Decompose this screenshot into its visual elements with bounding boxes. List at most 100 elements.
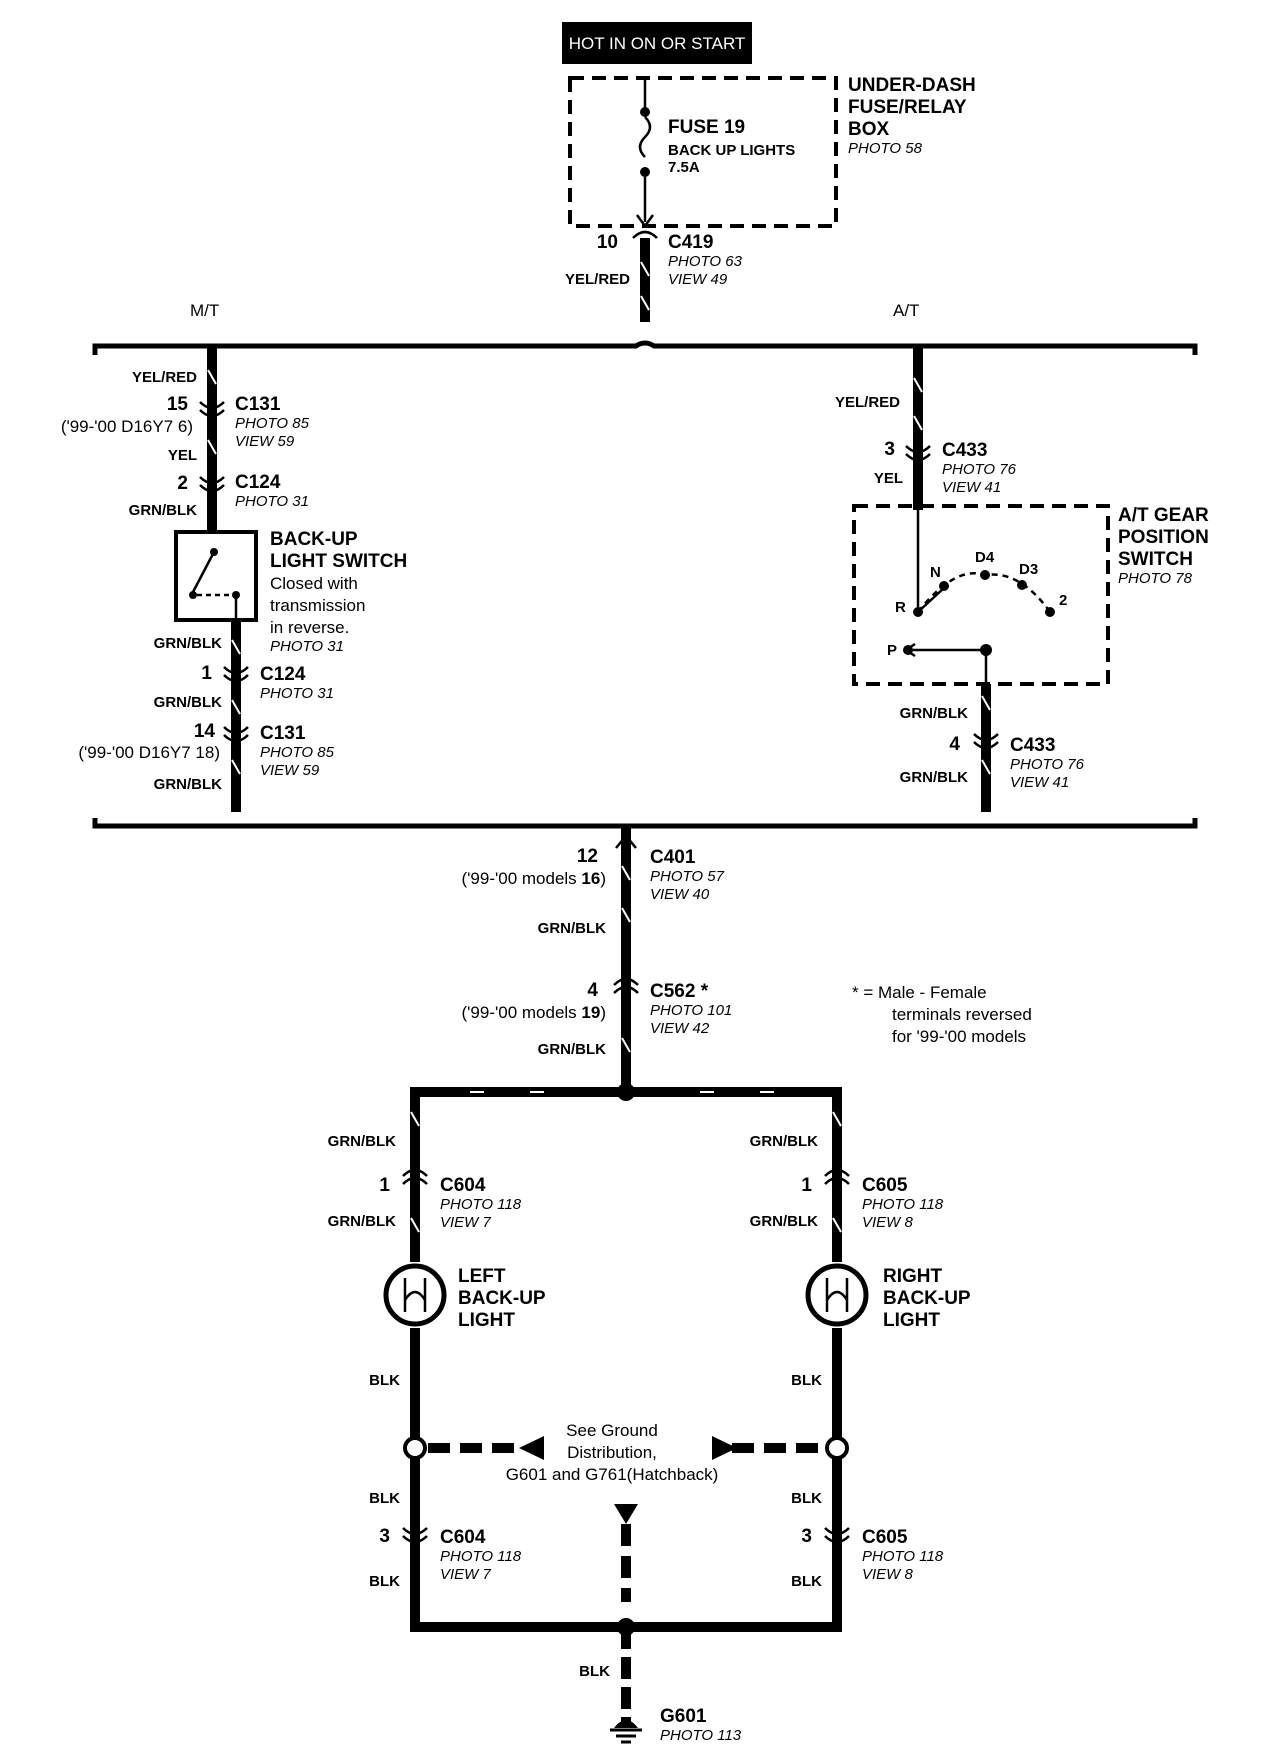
c131-alt-pin: ('99-'00 D16Y7 6)	[61, 417, 193, 436]
mt-wire-5-color: GRN/BLK	[154, 694, 222, 711]
c604-photo: PHOTO 118	[440, 1196, 522, 1213]
at-wire-1-color: YEL/RED	[835, 394, 900, 411]
c131-pin: 15	[167, 394, 189, 415]
ground-ref-down-arrow-icon	[614, 1504, 638, 1524]
left-wire-4-color: BLK	[369, 1490, 400, 1507]
note-line-1: * = Male - Female	[852, 983, 987, 1002]
c124-pin: 2	[177, 473, 188, 494]
c433-upper-connector	[905, 445, 931, 454]
c131-view: VIEW 59	[235, 433, 295, 450]
c605b-view: VIEW 8	[862, 1566, 914, 1583]
c433-lower-connector	[973, 733, 999, 742]
hot-label: HOT IN ON OR START	[569, 34, 746, 53]
c419-connector	[632, 230, 658, 239]
c605-upper-connector	[824, 1168, 850, 1177]
c604b-pin: 3	[379, 1526, 390, 1547]
c433-view: VIEW 41	[942, 479, 1001, 496]
c131b-name: C131	[260, 723, 306, 744]
gear-pos-n: N	[930, 564, 941, 581]
upper-splice-bus	[92, 340, 1198, 355]
mt-wire-6-color: GRN/BLK	[154, 776, 222, 793]
c562-name: C562 *	[650, 981, 709, 1002]
c401-name: C401	[650, 847, 696, 868]
c401-alt-pin: ('99-'00 models 16)	[462, 869, 606, 888]
left-arrow-icon	[519, 1436, 544, 1460]
ground-ref-1: See Ground	[566, 1421, 658, 1440]
c604b-photo: PHOTO 118	[440, 1548, 522, 1565]
at-wire-3-color: GRN/BLK	[900, 705, 968, 722]
left-ground-splice	[403, 1436, 427, 1460]
c562-photo: PHOTO 101	[650, 1002, 732, 1019]
c604-view: VIEW 7	[440, 1214, 492, 1231]
c604b-view: VIEW 7	[440, 1566, 492, 1583]
splice-point-feed	[617, 1083, 635, 1101]
mt-wire-4-color: GRN/BLK	[154, 635, 222, 652]
note-line-3: for '99-'00 models	[892, 1027, 1026, 1046]
c131-name: C131	[235, 394, 281, 415]
c401-photo: PHOTO 57	[650, 868, 725, 885]
c124-lower-connector	[223, 666, 249, 675]
right-wire-3-color: BLK	[791, 1372, 822, 1389]
at-switch-name-3: SWITCH	[1118, 549, 1193, 570]
c124-name: C124	[235, 472, 281, 493]
switch-name-1: BACK-UP	[270, 529, 358, 550]
ground-name: G601	[660, 1706, 707, 1727]
branch-mt: M/T	[190, 301, 219, 320]
c562-view: VIEW 42	[650, 1020, 710, 1037]
c433b-view: VIEW 41	[1010, 774, 1069, 791]
branch-at: A/T	[893, 301, 919, 320]
gear-pos-d3: D3	[1019, 561, 1038, 578]
mt-wire-2-color: YEL	[168, 447, 197, 464]
c419-photo: PHOTO 63	[668, 253, 743, 270]
left-light-name-3: LIGHT	[458, 1310, 515, 1331]
fuse-amperage: 7.5A	[668, 159, 700, 176]
switch-desc-2: transmission	[270, 596, 365, 615]
fuse-relay-box-outline	[568, 76, 838, 228]
fuse-box-photo: PHOTO 58	[848, 140, 923, 157]
c124-upper-connector	[199, 476, 225, 485]
right-ground-splice	[825, 1436, 849, 1460]
c124b-name: C124	[260, 664, 306, 685]
backup-light-switch	[174, 530, 258, 622]
lower-wire-1-color: GRN/BLK	[538, 920, 606, 937]
fuse-box-name-2: FUSE/RELAY	[848, 97, 967, 118]
c605-name: C605	[862, 1175, 908, 1196]
c131b-alt-pin: ('99-'00 D16Y7 18)	[78, 743, 220, 762]
c605-view: VIEW 8	[862, 1214, 914, 1231]
c562-alt-pin: ('99-'00 models 19)	[462, 1003, 606, 1022]
at-switch-photo: PHOTO 78	[1118, 570, 1193, 587]
right-arrow-icon	[712, 1436, 737, 1460]
gear-pos-d4: D4	[975, 549, 995, 566]
left-wire-2-color: GRN/BLK	[328, 1213, 396, 1230]
c604-pin: 1	[379, 1175, 390, 1196]
c419-view: VIEW 49	[668, 271, 728, 288]
right-wire-5-color: BLK	[791, 1573, 822, 1590]
c419-pin: 10	[597, 232, 618, 253]
c433b-pin: 4	[949, 734, 960, 755]
c433-photo: PHOTO 76	[942, 461, 1017, 478]
switch-desc-1: Closed with	[270, 574, 358, 593]
fuse-terminal-top	[640, 107, 650, 117]
ground-photo: PHOTO 113	[660, 1727, 742, 1744]
right-wire-2-color: GRN/BLK	[750, 1213, 818, 1230]
lower-splice-bus	[92, 818, 1198, 829]
c605-photo: PHOTO 118	[862, 1196, 944, 1213]
c605-pin: 1	[801, 1175, 812, 1196]
c604-lower-connector	[402, 1527, 428, 1536]
c131-lower-connector	[223, 726, 249, 735]
c419-wire-color: YEL/RED	[565, 271, 630, 288]
c605-lower-connector	[824, 1527, 850, 1536]
c433-name: C433	[942, 440, 987, 461]
left-wire-3-color: BLK	[369, 1372, 400, 1389]
left-light-name-1: LEFT	[458, 1266, 506, 1287]
c605b-pin: 3	[801, 1526, 812, 1547]
mt-wire-3-color: GRN/BLK	[129, 502, 197, 519]
c131-upper-connector	[199, 401, 225, 410]
ground-ref-2: Distribution,	[567, 1443, 657, 1462]
right-backup-bulb-icon	[805, 1263, 869, 1327]
c131b-pin: 14	[194, 721, 216, 742]
switch-photo: PHOTO 31	[270, 638, 344, 655]
right-light-name-2: BACK-UP	[883, 1288, 971, 1309]
